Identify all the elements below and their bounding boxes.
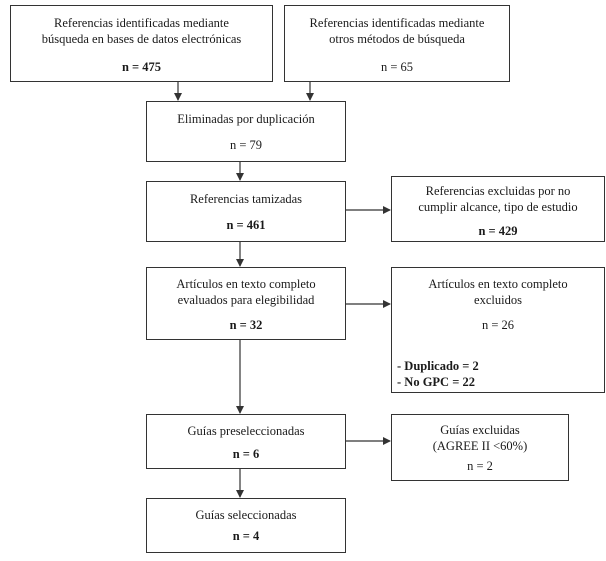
excluded-scope-line2: cumplir alcance, tipo de estudio <box>418 200 578 214</box>
fulltext-line1: Artículos en texto completo <box>176 277 316 291</box>
fulltext-excluded-count: n = 26 <box>481 318 515 332</box>
box-excluded-scope: Referencias excluidas por no cumplir alc… <box>391 176 605 242</box>
db-search-line2: búsqueda en bases de datos electrónicas <box>41 32 242 46</box>
guides-excluded-line1: Guías excluidas <box>440 423 520 437</box>
preselected-count: n = 6 <box>232 447 260 461</box>
guides-excluded-count: n = 2 <box>467 459 493 473</box>
box-duplicates: Eliminadas por duplicación n = 79 <box>146 101 346 162</box>
fulltext-excluded-line1: Artículos en texto completo <box>428 277 568 291</box>
box-preselected: Guías preseleccionadas n = 6 <box>146 414 346 469</box>
fulltext-line2: evaluados para elegibilidad <box>177 293 315 307</box>
duplicates-label: Eliminadas por duplicación <box>177 112 315 126</box>
box-guides-excluded: Guías excluidas (AGREE II <60%) n = 2 <box>391 414 569 481</box>
box-db-search: Referencias identificadas mediante búsqu… <box>10 5 273 82</box>
selected-label: Guías seleccionadas <box>195 508 297 522</box>
duplicates-count: n = 79 <box>229 138 263 152</box>
other-search-count: n = 65 <box>380 60 414 74</box>
fulltext-excluded-line2: excluidos <box>474 293 522 307</box>
excluded-scope-count: n = 429 <box>478 224 518 238</box>
selected-count: n = 4 <box>232 529 260 543</box>
box-selected: Guías seleccionadas n = 4 <box>146 498 346 553</box>
other-search-line2: otros métodos de búsqueda <box>329 32 465 46</box>
reason-duplicate: - Duplicado = 2 <box>397 359 479 373</box>
db-search-line1: Referencias identificadas mediante <box>54 16 229 30</box>
preselected-label: Guías preseleccionadas <box>187 424 305 438</box>
box-fulltext-excluded: Artículos en texto completo excluidos n … <box>391 267 605 393</box>
reason-no-gpc: - No GPC = 22 <box>397 375 475 389</box>
box-fulltext: Artículos en texto completo evaluados pa… <box>146 267 346 340</box>
screened-label: Referencias tamizadas <box>189 192 303 206</box>
box-other-search: Referencias identificadas mediante otros… <box>284 5 510 82</box>
guides-excluded-line2: (AGREE II <60%) <box>432 439 528 453</box>
fulltext-count: n = 32 <box>229 318 263 332</box>
excluded-scope-line1: Referencias excluidas por no <box>425 184 571 198</box>
other-search-line1: Referencias identificadas mediante <box>309 16 485 30</box>
box-screened: Referencias tamizadas n = 461 <box>146 181 346 242</box>
db-search-count: n = 475 <box>121 60 162 74</box>
screened-count: n = 461 <box>226 218 266 232</box>
